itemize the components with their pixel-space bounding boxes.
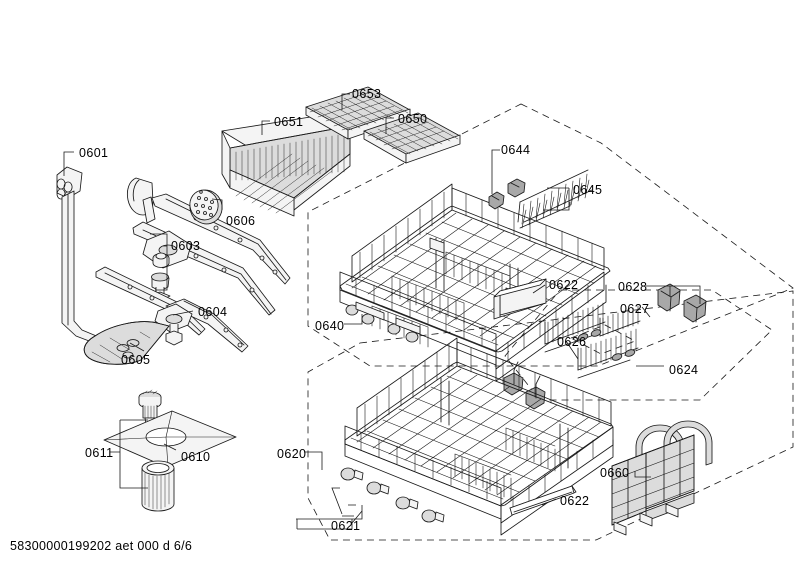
part-basket-edge-clips	[503, 361, 546, 410]
group-boundary-0620	[307, 290, 794, 541]
part-upper-spray-arm	[126, 177, 291, 316]
part-label-0624: 0624	[669, 363, 699, 377]
part-label-0627: 0627	[620, 302, 650, 316]
part-label-0606: 0606	[226, 214, 256, 228]
part-label-0660: 0660	[600, 466, 630, 480]
part-0645-folding-cup-rack	[517, 169, 593, 229]
part-label-0650: 0650	[398, 112, 428, 126]
part-label-0653: 0653	[352, 87, 382, 101]
part-label-0603: 0603	[171, 239, 201, 253]
part-label-0610: 0610	[181, 450, 211, 464]
part-0620-lower-basket	[340, 337, 614, 536]
part-label-0601: 0601	[79, 146, 109, 160]
part-0628-tine-end-caps	[657, 283, 707, 323]
part-label-0622-upper: 0622	[549, 278, 579, 292]
part-label-0644: 0644	[501, 143, 531, 157]
part-0622-holder-upper	[493, 278, 547, 320]
part-0622-holder-lower	[509, 485, 577, 516]
part-0650-cutlery-insert-small	[363, 112, 461, 164]
part-0644-clips	[488, 178, 526, 210]
leader-lines	[63, 93, 701, 530]
part-label-0620: 0620	[277, 447, 307, 461]
part-label-0645: 0645	[573, 183, 603, 197]
part-label-0611: 0611	[85, 446, 114, 460]
part-0603-bearing-upper	[152, 252, 170, 268]
part-0610-0611-filter-assembly	[103, 389, 237, 512]
part-label-0640: 0640	[315, 319, 345, 333]
part-label-0604: 0604	[198, 305, 228, 319]
part-label-0628: 0628	[618, 280, 648, 294]
part-label-0605: 0605	[121, 353, 151, 367]
group-boundary-0624	[504, 289, 773, 401]
part-0606-strainer-disc	[189, 189, 223, 225]
part-0640-upper-basket	[339, 183, 611, 382]
part-label-0651: 0651	[274, 115, 304, 129]
part-0660-cutlery-basket	[611, 420, 713, 536]
part-0624-tine-clip-group	[570, 324, 636, 361]
part-0651-cutlery-drawer	[221, 111, 371, 217]
part-0627-folding-tine-row-short	[599, 305, 641, 337]
part-0653-cutlery-insert-long	[305, 86, 411, 140]
document-footer: 58300000199202 aet 000 d 6/6	[10, 539, 193, 553]
part-label-0626: 0626	[557, 335, 587, 349]
part-label-0622-lower: 0622	[560, 494, 590, 508]
group-boundary-0640	[307, 103, 794, 367]
part-0626-folding-tine-row-a	[544, 302, 606, 353]
part-label-0621: 0621	[331, 519, 361, 533]
part-0605-coarse-filter	[83, 321, 170, 365]
part-0621-rollers	[340, 467, 445, 523]
